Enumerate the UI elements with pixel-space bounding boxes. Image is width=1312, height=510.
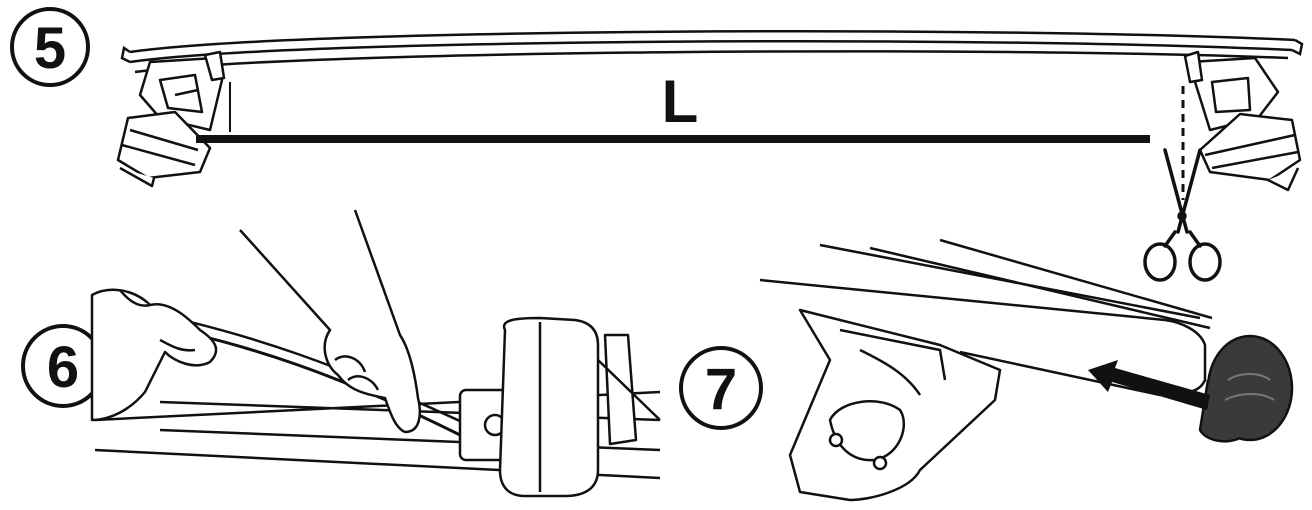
step-5-number: 5 <box>34 16 66 81</box>
step-7-foot <box>788 308 1002 502</box>
step-7-badge: 7 <box>679 346 763 430</box>
end-cap <box>1198 334 1294 443</box>
step-7-panel: 7 <box>679 238 1294 502</box>
step-7-number: 7 <box>705 357 737 422</box>
insert-arrow-icon <box>1088 360 1210 410</box>
scissors-icon <box>1143 148 1222 282</box>
step-7-bar <box>759 238 1213 397</box>
step-5-panel: 5 <box>10 7 1304 282</box>
step-5-badge: 5 <box>10 7 90 87</box>
length-label: L <box>662 68 699 135</box>
left-hand <box>90 288 218 422</box>
step-6-panel: 6 <box>21 209 661 498</box>
step-6-foot <box>458 316 661 498</box>
right-hand <box>239 209 422 434</box>
step-6-number: 6 <box>47 335 79 400</box>
left-foot <box>116 50 231 188</box>
right-foot <box>1183 50 1302 192</box>
roof-bar <box>120 30 1304 74</box>
